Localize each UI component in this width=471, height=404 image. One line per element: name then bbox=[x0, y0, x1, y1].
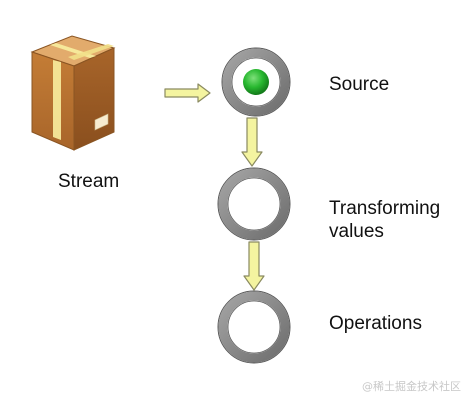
arrow-source-to-transform bbox=[241, 117, 263, 167]
arrow-box-to-source bbox=[164, 83, 211, 103]
operations-node bbox=[217, 290, 291, 364]
transform-node bbox=[217, 167, 291, 241]
arrow-transform-to-operations bbox=[243, 241, 265, 291]
green-dot bbox=[243, 69, 269, 95]
transforming-values-label: Transforming values bbox=[329, 197, 469, 243]
transforming-line-1: Transforming bbox=[329, 198, 441, 219]
source-node bbox=[221, 47, 291, 117]
stream-label: Stream bbox=[58, 171, 120, 192]
transforming-line-2: values bbox=[329, 221, 384, 242]
cardboard-box-icon bbox=[30, 35, 116, 151]
operations-label: Operations bbox=[329, 313, 422, 334]
watermark: @稀土掘金技术社区 bbox=[362, 380, 461, 393]
source-label: Source bbox=[329, 74, 390, 95]
